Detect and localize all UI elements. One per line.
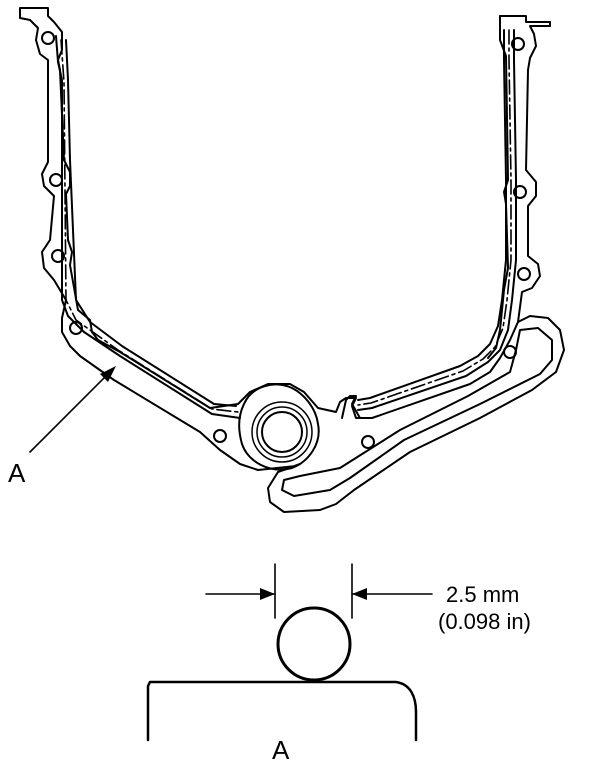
- callout-arrowhead: [100, 366, 116, 382]
- cover-lower-loop: [281, 327, 553, 497]
- bolt-hole: [503, 345, 517, 359]
- groove-left-outer: [55, 35, 241, 419]
- groove-left-inner: [65, 39, 237, 407]
- seal-boss-ring-mid: [256, 406, 308, 458]
- callout-label-a: A: [8, 458, 26, 488]
- dimension-imperial: (0.098 in): [438, 609, 531, 634]
- groove-right-inner: [357, 29, 507, 401]
- seal-boss-ring-outer: [251, 401, 313, 463]
- bolt-hole: [49, 173, 63, 187]
- dimension-arrow-left: [260, 588, 275, 600]
- bolt-hole: [513, 185, 527, 199]
- cover-right-outline: [499, 15, 551, 323]
- sealant-bead-section: [276, 606, 352, 682]
- bolt-hole: [69, 321, 83, 335]
- bolt-hole: [517, 267, 531, 281]
- bolt-hole: [41, 31, 55, 45]
- dimension-arrow-right: [352, 588, 367, 600]
- dimension-metric: 2.5 mm: [446, 582, 520, 607]
- callout-leader-line: [29, 371, 111, 453]
- bolt-holes: [41, 31, 531, 449]
- cover-outer-outline: [19, 7, 565, 513]
- bolt-hole: [511, 37, 525, 51]
- bolt-hole: [213, 429, 227, 443]
- surface-section: [146, 680, 418, 742]
- seal-boss-outline: [238, 383, 320, 471]
- groove-right-center: [357, 29, 512, 406]
- seal-boss-ring-inner: [261, 411, 303, 453]
- groove-right-outer: [357, 29, 517, 411]
- section-label-a: A: [272, 735, 290, 765]
- bolt-hole: [51, 249, 65, 263]
- bolt-hole: [361, 435, 375, 449]
- center-tab: [341, 395, 361, 419]
- groove-left-center: [60, 39, 239, 413]
